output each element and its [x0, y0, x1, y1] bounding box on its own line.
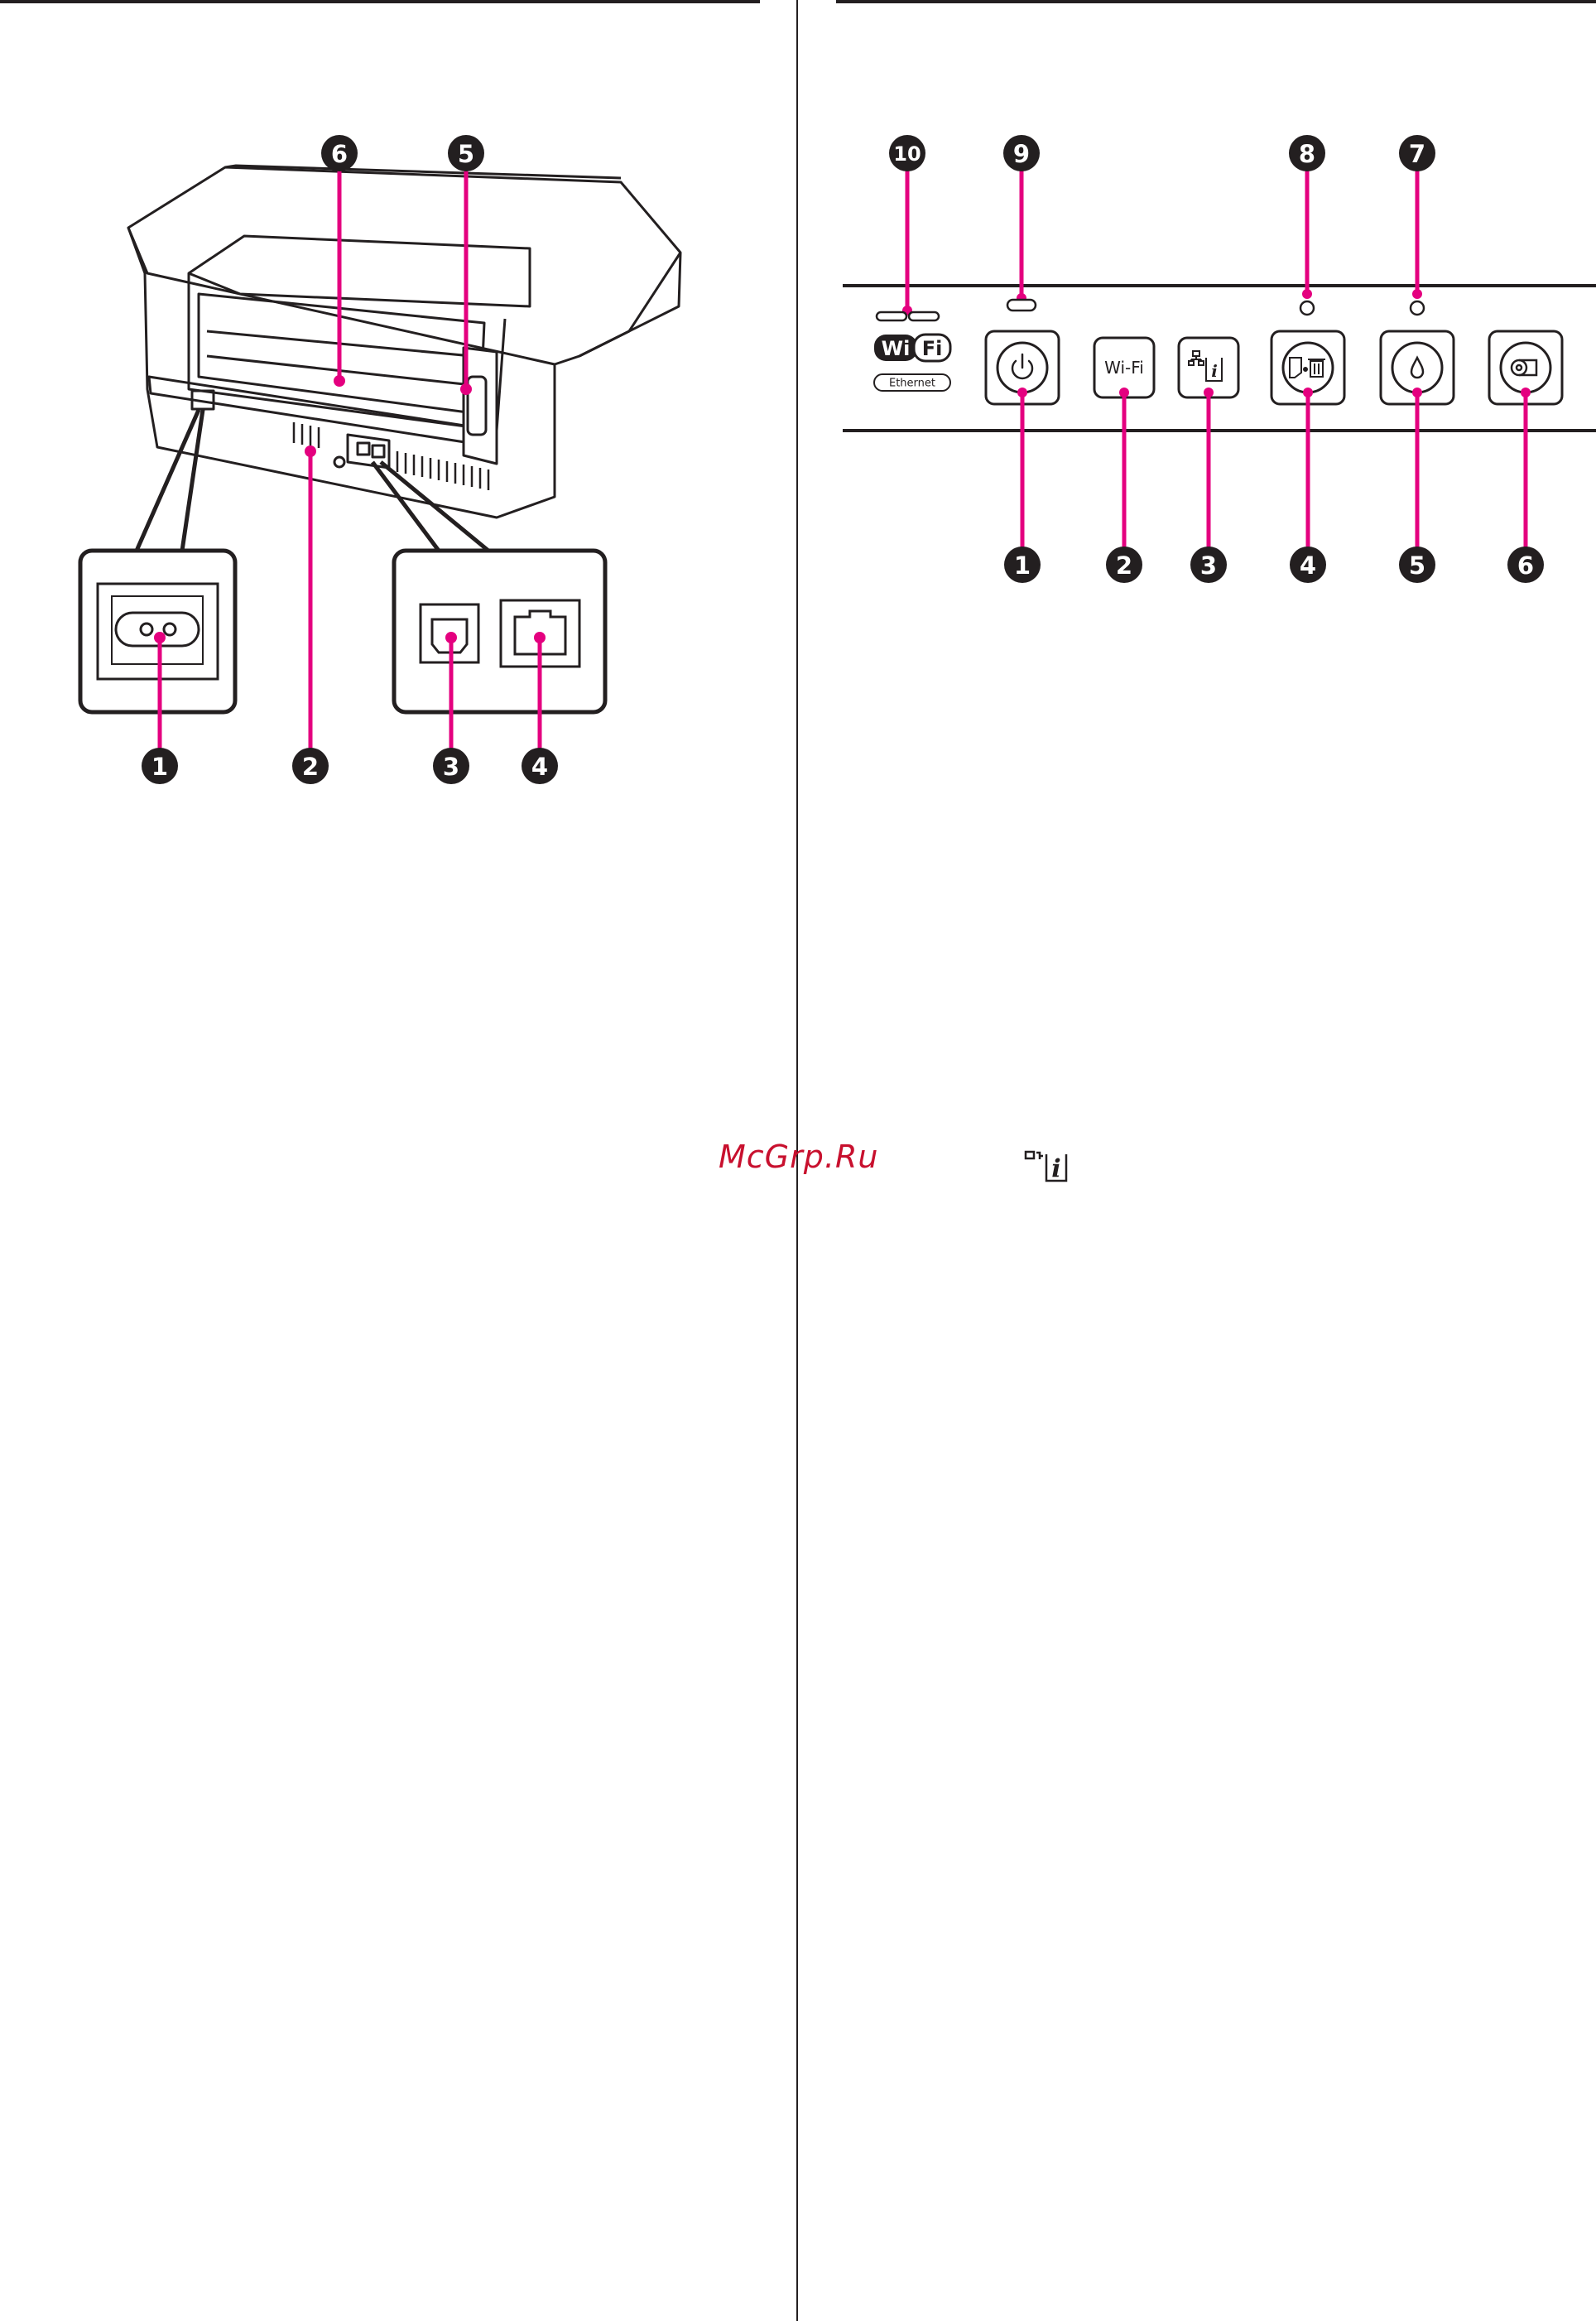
- wifi-logo: Wi Fi: [874, 335, 950, 361]
- leader-dot-b1: [1017, 388, 1027, 397]
- printer-back-figure: 6 5 1 2: [0, 0, 796, 811]
- callout-bottom-6: 6: [1507, 547, 1544, 583]
- svg-text:3: 3: [1200, 551, 1217, 580]
- leader-dot-7: [1412, 289, 1422, 299]
- leader-dot-2: [305, 445, 316, 457]
- leader-dot-8: [1302, 289, 1312, 299]
- callout-top-7: 7: [1399, 135, 1435, 171]
- callout-bottom-3: 3: [1190, 547, 1227, 583]
- svg-text:9: 9: [1013, 140, 1030, 168]
- power-light: [1007, 300, 1036, 311]
- svg-text:5: 5: [1409, 551, 1425, 580]
- printer-body-illustration: [128, 166, 680, 518]
- svg-text:4: 4: [1300, 551, 1316, 580]
- callout-bottom-2: 2: [1106, 547, 1142, 583]
- svg-text:3: 3: [443, 753, 459, 781]
- svg-text:Ethernet: Ethernet: [889, 378, 935, 390]
- ethernet-logo: Ethernet: [874, 374, 950, 391]
- watermark: McGrp.Ru: [719, 1139, 878, 1175]
- svg-text:10: 10: [893, 142, 921, 166]
- svg-text:1: 1: [151, 753, 168, 781]
- svg-text:Wi-Fi: Wi-Fi: [1104, 358, 1144, 378]
- callout-top-6: 6: [321, 135, 358, 171]
- leader-dot-1: [154, 632, 166, 643]
- callout-bottom-1: 1: [1004, 547, 1041, 583]
- leader-dot-5: [460, 383, 472, 395]
- callout-top-9: 9: [1003, 135, 1040, 171]
- leader-dot-b2: [1119, 388, 1129, 397]
- ink-light: [1411, 301, 1424, 315]
- paper-light: [1300, 301, 1314, 315]
- svg-text:4: 4: [531, 753, 548, 781]
- callout-bottom-5: 5: [1399, 547, 1435, 583]
- leader-dot-3: [445, 632, 457, 643]
- leader-dot-4: [534, 632, 546, 643]
- callout-bottom-2: 2: [292, 748, 329, 784]
- ports-zoom: [394, 551, 605, 712]
- callout-top-10: 10: [889, 135, 925, 171]
- callout-bottom-3: 3: [433, 748, 469, 784]
- network-info-icon: i: [1023, 1148, 1076, 1184]
- svg-text:1: 1: [1014, 551, 1031, 580]
- svg-text:6: 6: [331, 140, 348, 168]
- svg-text:i: i: [1051, 1155, 1060, 1184]
- leader-dot-b5: [1412, 388, 1422, 397]
- callout-top-8: 8: [1289, 135, 1325, 171]
- callout-top-5: 5: [448, 135, 484, 171]
- control-panel-figure: 10 9 8 7 Wi Fi Ethernet: [798, 0, 1596, 613]
- leader-dot-6: [334, 375, 345, 387]
- svg-text:i: i: [1211, 361, 1218, 381]
- callout-bottom-4: 4: [522, 748, 558, 784]
- leader-dot-b3: [1204, 388, 1214, 397]
- callout-bottom-4: 4: [1290, 547, 1326, 583]
- svg-text:5: 5: [458, 140, 474, 168]
- leader-dot-b6: [1521, 388, 1531, 397]
- svg-text:8: 8: [1299, 140, 1315, 168]
- svg-text:Fi: Fi: [922, 337, 943, 360]
- leader-dot-b4: [1303, 388, 1313, 397]
- svg-text:2: 2: [302, 753, 319, 781]
- svg-text:2: 2: [1116, 551, 1132, 580]
- svg-text:7: 7: [1409, 140, 1425, 168]
- callout-bottom-1: 1: [142, 748, 178, 784]
- svg-text:Wi: Wi: [882, 337, 911, 360]
- svg-text:6: 6: [1517, 551, 1534, 580]
